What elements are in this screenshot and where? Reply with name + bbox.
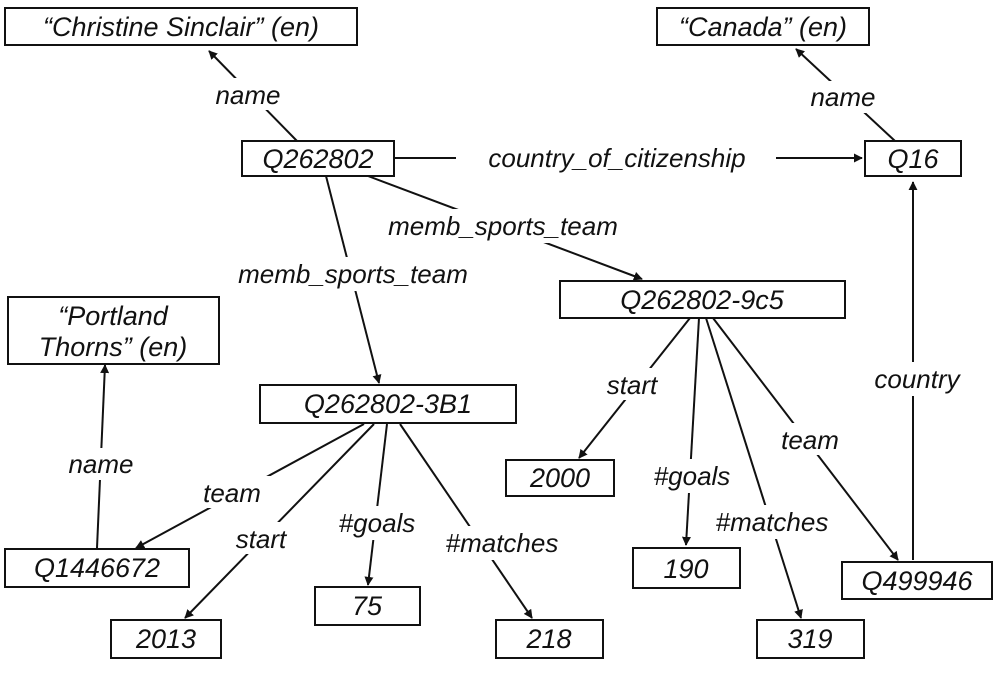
node-label: Q262802 bbox=[262, 144, 373, 174]
node-75: 75 bbox=[314, 586, 421, 626]
node-2000: 2000 bbox=[505, 459, 615, 497]
edge-matches-9c5 bbox=[705, 317, 803, 619]
edge-labels: name name country_of_citizenship memb_sp… bbox=[60, 78, 973, 560]
node-q16: Q16 bbox=[864, 140, 962, 177]
edge-label-country-of-citizenship: country_of_citizenship bbox=[488, 143, 745, 173]
node-label: 218 bbox=[525, 624, 571, 654]
node-label-line-1: “Portland bbox=[58, 301, 169, 331]
edge-goals-9c5 bbox=[681, 317, 700, 546]
edge-goals-3b1 bbox=[364, 423, 388, 586]
node-label: 319 bbox=[787, 624, 832, 654]
edge-label-team-3b1: team bbox=[203, 478, 261, 508]
node-190: 190 bbox=[632, 547, 741, 589]
node-label: 2013 bbox=[135, 624, 196, 654]
edge-matches-3b1 bbox=[399, 423, 533, 619]
node-label: Q262802-9c5 bbox=[620, 285, 785, 315]
edge-label-name-sinclair: name bbox=[215, 80, 280, 110]
node-label: Q499946 bbox=[861, 566, 973, 596]
node-2013: 2013 bbox=[110, 619, 222, 659]
node-label-line-2: Thorns” (en) bbox=[39, 332, 188, 362]
node-canada-name: “Canada” (en) bbox=[656, 7, 870, 46]
node-label: 2000 bbox=[529, 463, 590, 493]
node-q499946: Q499946 bbox=[841, 561, 993, 600]
node-christine-sinclair-name: “Christine Sinclair” (en) bbox=[4, 7, 358, 46]
edge-label-name-canada: name bbox=[810, 82, 875, 112]
edge-label-goals-9c5: #goals bbox=[654, 461, 731, 491]
edge-label-team-9c5: team bbox=[781, 425, 839, 455]
node-q262802-9c5: Q262802-9c5 bbox=[559, 280, 846, 319]
node-label: “Canada” (en) bbox=[679, 12, 847, 42]
edge-label-memb-sports-team-b: memb_sports_team bbox=[238, 259, 468, 289]
node-q1446672: Q1446672 bbox=[4, 548, 190, 588]
edge-label-matches-3b1: #matches bbox=[446, 528, 559, 558]
node-q262802-3b1: Q262802-3B1 bbox=[259, 384, 517, 424]
node-q262802: Q262802 bbox=[241, 140, 395, 177]
node-label: Q16 bbox=[887, 144, 939, 174]
node-218: 218 bbox=[495, 619, 604, 659]
edge-start-3b1 bbox=[184, 423, 375, 619]
edge-label-start-9c5: start bbox=[607, 370, 659, 400]
node-319: 319 bbox=[756, 619, 865, 659]
edge-label-memb-sports-team-a: memb_sports_team bbox=[388, 211, 618, 241]
node-label: Q1446672 bbox=[34, 553, 160, 583]
edge-label-country: country bbox=[874, 364, 961, 394]
node-label: 190 bbox=[663, 554, 708, 584]
edge-label-name-portland: name bbox=[68, 449, 133, 479]
edge-label-goals-3b1: #goals bbox=[339, 508, 416, 538]
node-label: Q262802-3B1 bbox=[304, 389, 472, 419]
node-label: “Christine Sinclair” (en) bbox=[43, 12, 319, 42]
node-label: 75 bbox=[352, 591, 383, 621]
edge-label-matches-9c5: #matches bbox=[716, 507, 829, 537]
edge-label-start-3b1: start bbox=[236, 524, 288, 554]
node-portland-thorns-name: “Portland Thorns” (en) bbox=[7, 296, 220, 365]
nodes: “Christine Sinclair” (en) “Canada” (en) … bbox=[4, 7, 993, 659]
